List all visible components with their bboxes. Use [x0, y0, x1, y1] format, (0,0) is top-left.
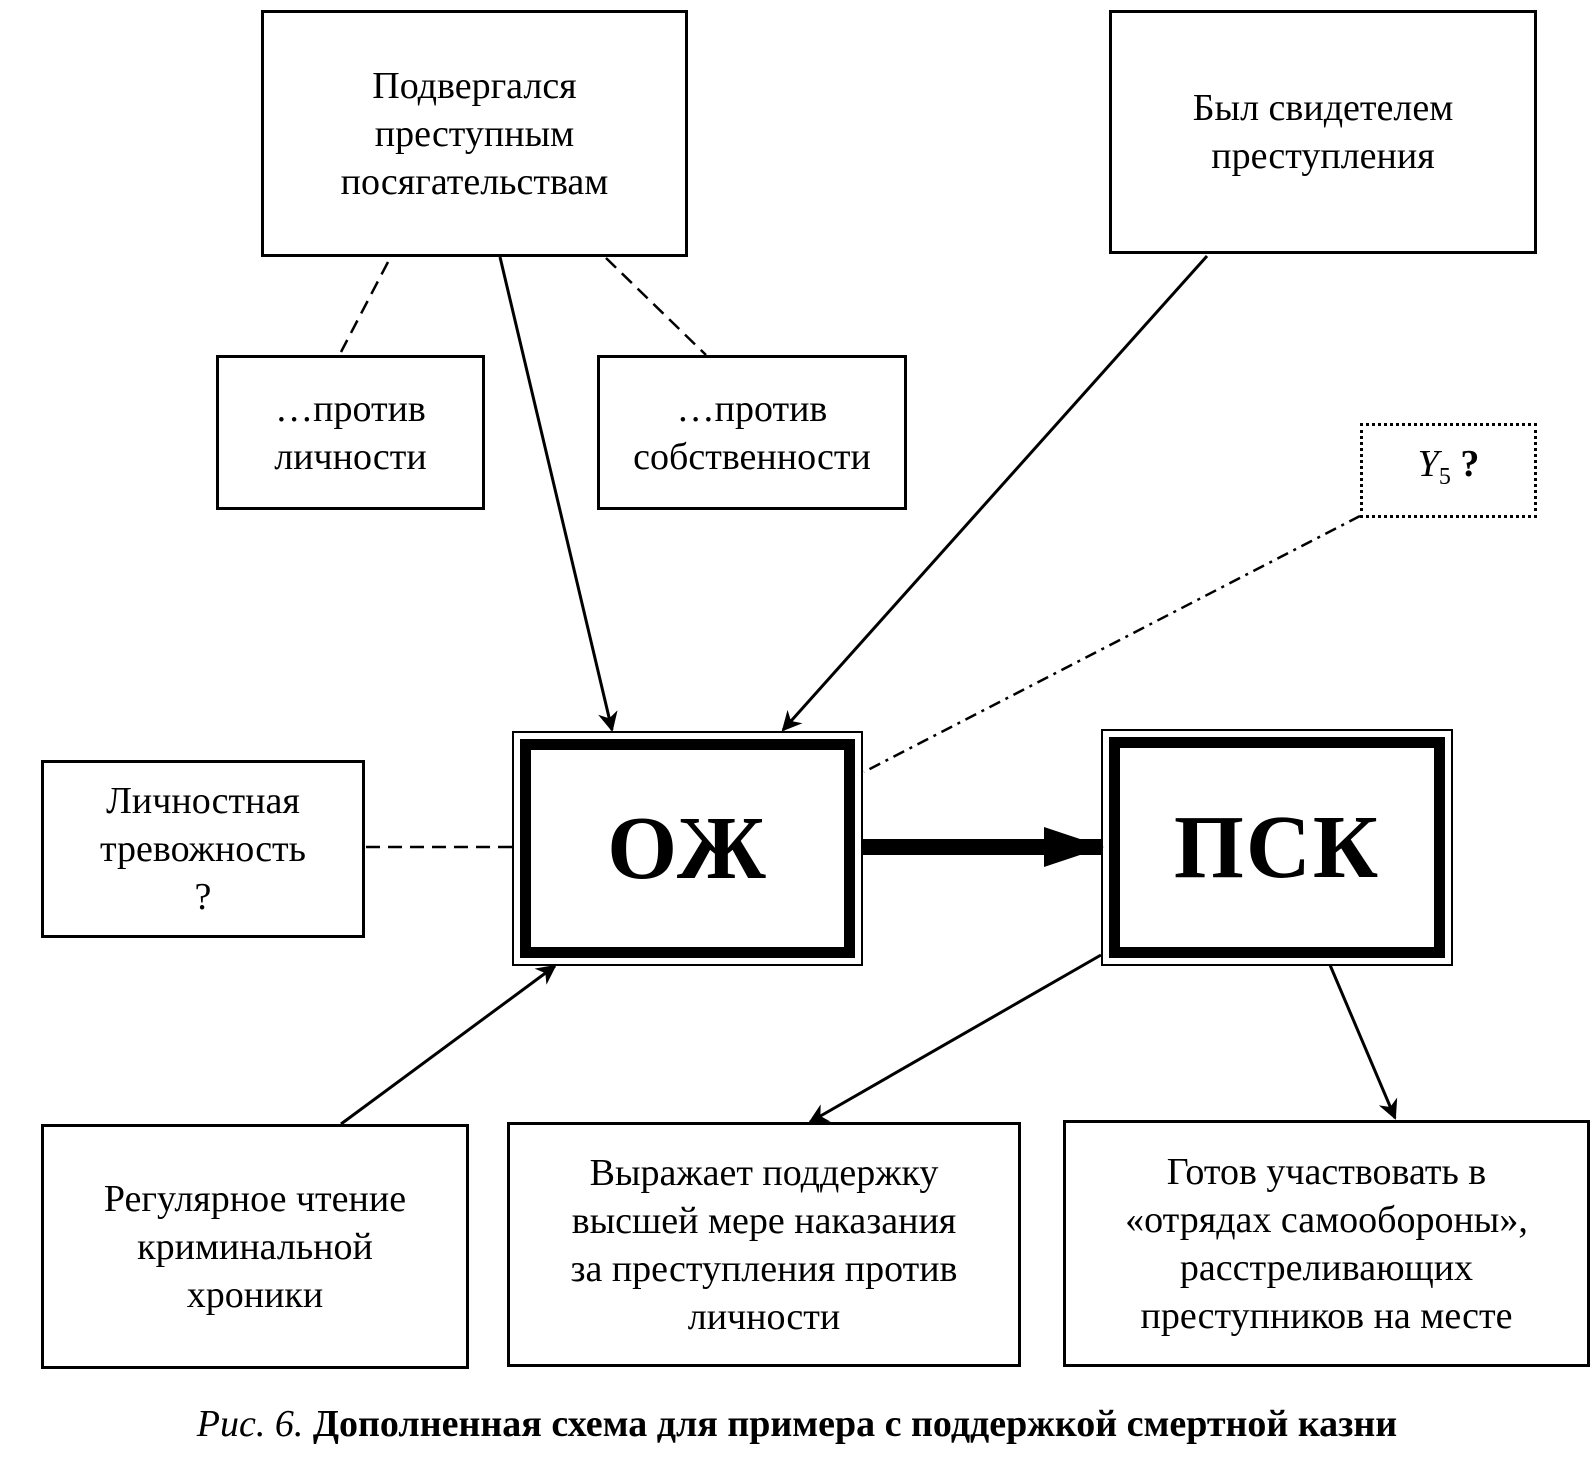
- arrow-psk-to-support: [808, 953, 1102, 1124]
- node-witness: Был свидетелем преступления: [1109, 10, 1537, 254]
- node-support: Выражает поддержку высшей мере наказания…: [507, 1122, 1021, 1367]
- figure-caption-prefix: Рис. 6.: [196, 1403, 304, 1445]
- node-support-line-1: Выражает поддержку: [589, 1151, 939, 1194]
- node-ready-line-2: «отрядах самообороны»,: [1125, 1198, 1528, 1241]
- figure-caption: Рис. 6. Дополненная схема для примера с …: [0, 1402, 1594, 1446]
- dashed-link-against-person: [339, 261, 390, 353]
- node-victim-line-1: Подвергался: [372, 64, 577, 107]
- node-y5-suffix: ?: [1450, 443, 1480, 485]
- node-against-person-line-2: личности: [274, 435, 427, 478]
- arrow-reading-to-oj: [340, 964, 557, 1126]
- node-witness-line-2: преступления: [1211, 135, 1435, 177]
- node-reading: Регулярное чтение криминальной хроники: [41, 1124, 469, 1369]
- dashdot-link-y5: [863, 514, 1361, 774]
- node-anxiety-line-3: ?: [194, 876, 212, 918]
- node-anxiety-line-1: Личностная: [106, 780, 300, 822]
- node-psk-label: ПСК: [1173, 798, 1381, 897]
- node-y5-symbol: Y: [1417, 443, 1439, 485]
- node-support-line-3: за преступления против: [570, 1247, 958, 1290]
- arrow-witness-to-oj: [781, 254, 1209, 732]
- node-victim: Подвергался преступным посягательствам: [261, 10, 688, 257]
- node-y5-subscript: 5: [1438, 464, 1451, 490]
- node-against-person: …против личности: [216, 355, 485, 510]
- node-support-line-4: личности: [687, 1295, 841, 1338]
- node-anxiety-line-2: тревожность: [99, 828, 306, 870]
- figure-caption-text: Дополненная схема для примера с поддержк…: [303, 1403, 1398, 1445]
- node-reading-line-3: хроники: [186, 1273, 324, 1316]
- node-against-person-line-1: …против: [275, 387, 426, 430]
- node-psk-frame: [1101, 729, 1453, 966]
- node-victim-line-3: посягательствам: [340, 160, 609, 203]
- arrow-psk-to-ready: [1328, 964, 1398, 1120]
- node-reading-line-1: Регулярное чтение: [103, 1177, 407, 1220]
- node-ready-line-4: преступников на месте: [1140, 1294, 1513, 1337]
- node-against-property: …против собственности: [597, 355, 907, 510]
- node-oj-label: ОЖ: [607, 799, 768, 898]
- dashed-link-against-property: [605, 257, 707, 356]
- node-witness-line-1: Был свидетелем: [1192, 87, 1454, 129]
- node-ready-line-1: Готов участвовать в: [1166, 1150, 1487, 1193]
- node-psk: ПСК: [1109, 737, 1445, 958]
- node-ready: Готов участвовать в «отрядах самообороны…: [1063, 1120, 1590, 1367]
- node-against-property-line-2: собственности: [633, 435, 871, 478]
- node-y5: Y5 ?: [1360, 423, 1537, 518]
- node-anxiety: Личностная тревожность ?: [41, 760, 365, 938]
- node-victim-line-2: преступным: [374, 112, 575, 155]
- node-oj-frame: [512, 731, 863, 966]
- node-reading-line-2: криминальной: [137, 1225, 373, 1268]
- node-against-property-line-1: …против: [676, 387, 828, 430]
- arrow-victim-to-oj: [498, 256, 618, 732]
- node-oj: ОЖ: [520, 739, 855, 958]
- node-support-line-2: высшей мере наказания: [571, 1199, 957, 1242]
- node-ready-line-3: расстреливающих: [1179, 1246, 1474, 1289]
